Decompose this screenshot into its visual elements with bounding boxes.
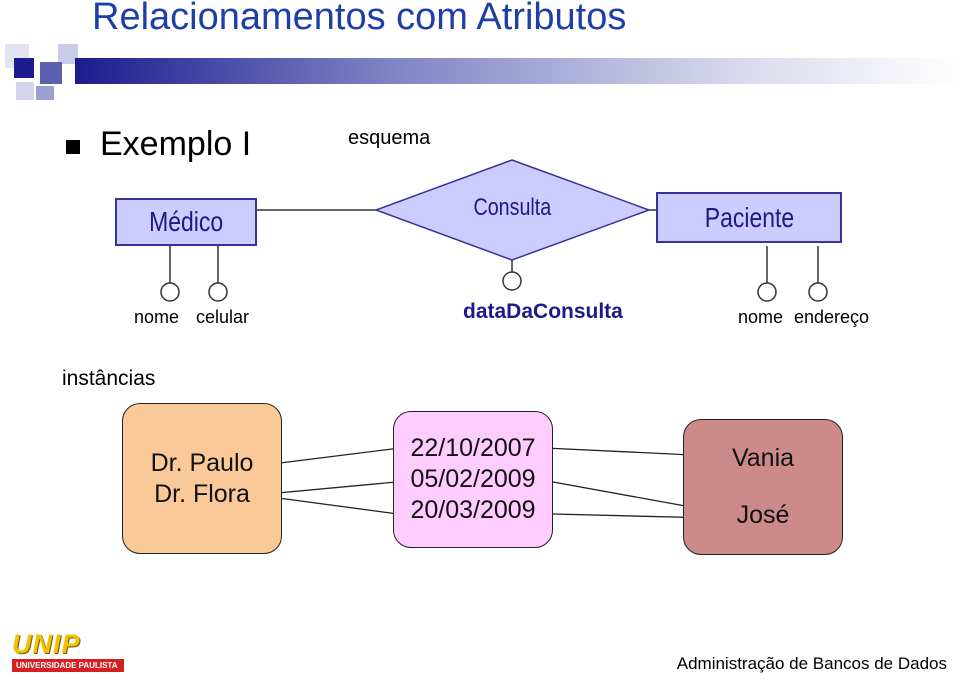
slide-title: Relacionamentos com Atributos: [92, 0, 627, 38]
pacientes-instances-box: Vania José: [683, 419, 843, 555]
entity-paciente: Paciente: [656, 192, 842, 243]
data-instance: 05/02/2009: [410, 465, 536, 493]
example-heading: Exemplo I: [100, 125, 252, 163]
attr-circle-nome-medico: [160, 282, 180, 302]
datas-instances-box: 22/10/2007 05/02/2009 20/03/2009: [393, 411, 553, 548]
paciente-instance: José: [736, 501, 790, 529]
attr-circle-endereco: [808, 282, 828, 302]
paciente-instance: Vania: [731, 444, 795, 472]
footer-course-title: Administração de Bancos de Dados: [676, 654, 947, 673]
medicos-instances-box: Dr. Paulo Dr. Flora: [122, 403, 282, 554]
data-instance: 22/10/2007: [410, 434, 536, 462]
medico-instance: Dr. Flora: [154, 479, 250, 508]
entity-paciente-label: Paciente: [704, 201, 794, 233]
attr-label-endereco: endereço: [794, 307, 870, 327]
medico-instance: Dr. Paulo: [150, 448, 254, 477]
unip-logo: UNIP UNIVERSIDADE PAULISTA: [12, 630, 124, 674]
header-gradient-bar: [75, 58, 960, 84]
attr-circle-data: [502, 271, 522, 291]
relationship-consulta-label: Consulta: [473, 194, 552, 221]
entity-medico-label: Médico: [148, 206, 224, 237]
attr-label-data-consulta: dataDaConsulta: [463, 300, 623, 323]
bullet-square-icon: [66, 140, 80, 154]
entity-medico: Médico: [115, 198, 257, 246]
attr-label-nome-medico: nome: [134, 307, 180, 327]
attr-label-celular: celular: [196, 307, 250, 327]
data-instance: 20/03/2009: [410, 496, 536, 524]
attr-label-nome-paciente: nome: [738, 307, 784, 327]
schema-label: esquema: [348, 127, 431, 149]
attr-circle-nome-paciente: [757, 282, 777, 302]
attr-circle-celular: [208, 282, 228, 302]
instances-label: instâncias: [62, 367, 156, 390]
